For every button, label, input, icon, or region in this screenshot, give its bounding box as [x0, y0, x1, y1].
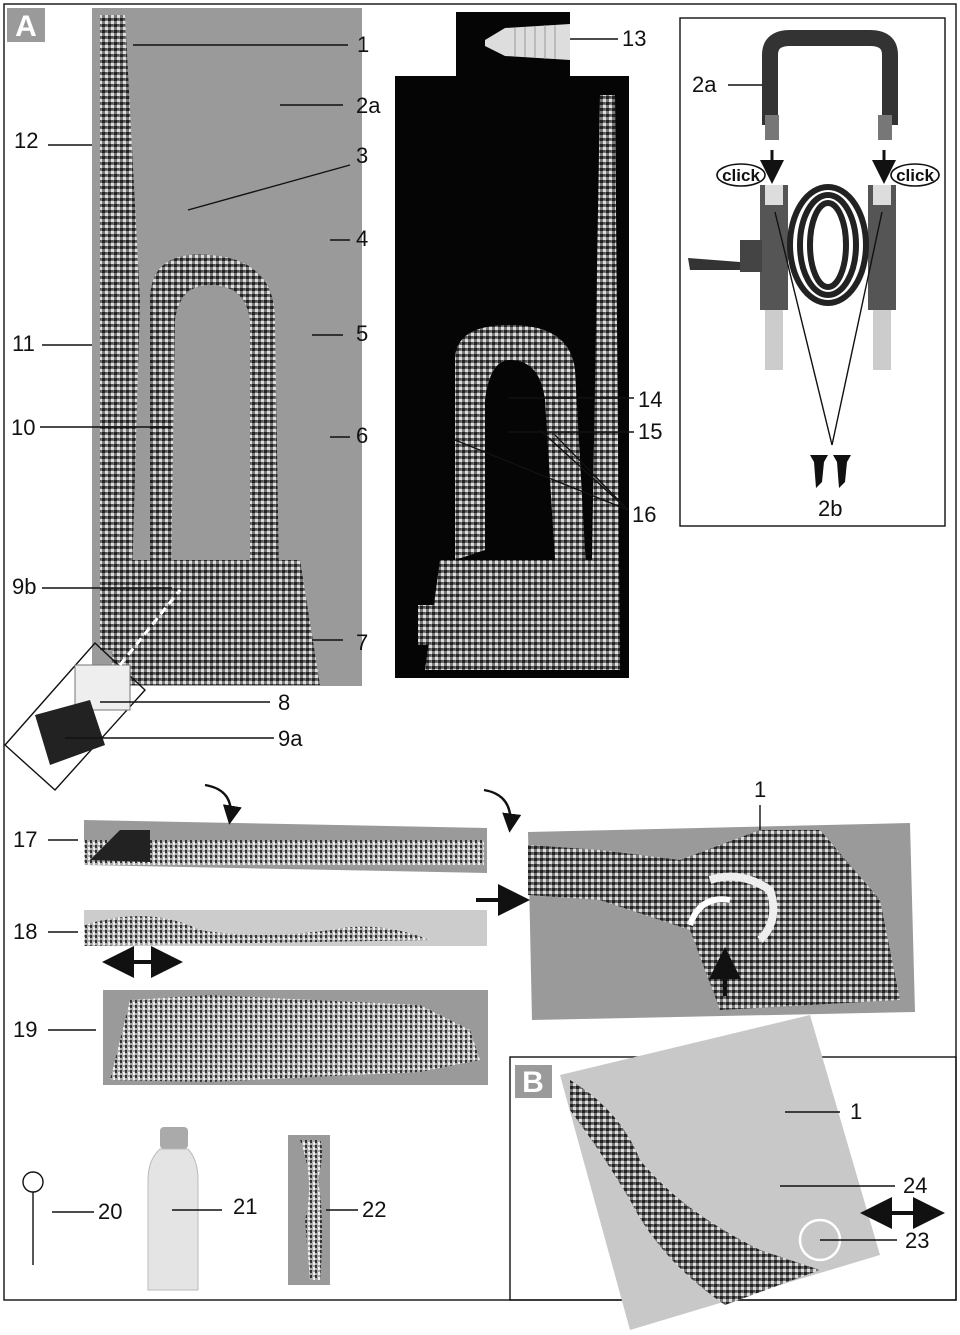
label-9b: 9b — [12, 574, 36, 599]
label-3: 3 — [356, 143, 368, 168]
label-2b: 2b — [818, 496, 842, 521]
accessory-19-photo — [103, 990, 488, 1085]
accessory-17-photo — [84, 820, 487, 873]
label-1: 1 — [357, 32, 369, 57]
washer-photo — [92, 8, 362, 686]
label-8: 8 — [278, 690, 290, 715]
label-13: 13 — [622, 26, 646, 51]
brush-22 — [288, 1135, 330, 1285]
label-6: 6 — [356, 423, 368, 448]
label-12: 12 — [14, 128, 38, 153]
hose-reel-panel: click click — [679, 17, 946, 527]
washer-back-photo — [395, 76, 629, 678]
label-5: 5 — [356, 321, 368, 346]
panel-b: B — [509, 1015, 957, 1330]
panel-b-badge: B — [522, 1066, 544, 1099]
svg-text:A: A — [15, 10, 37, 43]
label-4: 4 — [356, 226, 368, 251]
label-2a-reel: 2a — [692, 72, 717, 97]
cleaning-needle-20 — [22, 1171, 44, 1265]
panel-a-badge: A — [7, 8, 45, 43]
label-1-b: 1 — [850, 1099, 862, 1124]
label-20: 20 — [98, 1199, 122, 1224]
click-label-left: click — [722, 166, 760, 185]
label-10: 10 — [11, 415, 35, 440]
leader-lines — [40, 38, 897, 1241]
label-7: 7 — [356, 630, 368, 655]
detergent-bottle-21 — [147, 1127, 199, 1291]
label-16: 16 — [632, 502, 656, 527]
label-24: 24 — [903, 1173, 927, 1198]
label-11: 11 — [12, 331, 35, 356]
attachment-arrows — [102, 783, 741, 996]
label-23: 23 — [905, 1228, 929, 1253]
label-15: 15 — [638, 419, 662, 444]
label-2a: 2a — [356, 93, 381, 118]
label-18: 18 — [13, 919, 37, 944]
label-1-lance: 1 — [754, 777, 766, 802]
label-14: 14 — [638, 387, 662, 412]
label-9a: 9a — [278, 726, 303, 751]
label-21: 21 — [233, 1194, 257, 1219]
nozzle-13-photo — [456, 12, 570, 76]
accessory-18-photo — [84, 910, 487, 946]
label-22: 22 — [362, 1197, 386, 1222]
page-frame — [3, 3, 957, 1301]
lance-photo — [528, 823, 915, 1020]
label-19: 19 — [13, 1017, 37, 1042]
click-label-right: click — [896, 166, 934, 185]
label-17: 17 — [13, 827, 37, 852]
callout-labels: 1 2a 3 4 5 6 7 8 9a 9b 10 11 12 13 14 15… — [11, 26, 929, 1253]
